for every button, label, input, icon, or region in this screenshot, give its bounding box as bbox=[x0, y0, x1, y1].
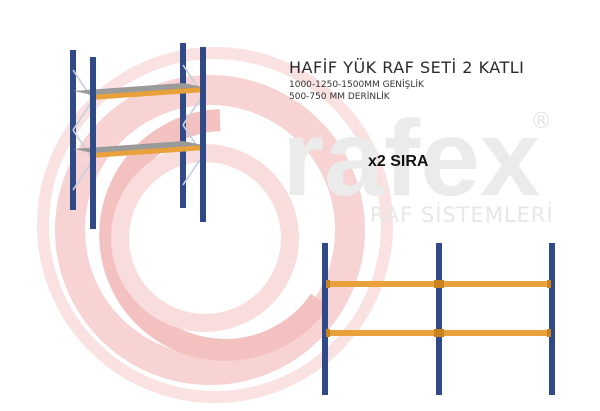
side-bracing bbox=[72, 64, 204, 191]
upright-2 bbox=[436, 243, 442, 395]
upright-front-left bbox=[90, 57, 96, 229]
beam-bottom-front bbox=[91, 145, 206, 158]
upright-1 bbox=[322, 243, 328, 395]
beam-upper-left bbox=[328, 281, 436, 287]
upright-front-right bbox=[200, 47, 206, 222]
rack-front-illustration bbox=[322, 243, 555, 395]
beam-upper-right bbox=[442, 281, 549, 287]
shelf-top bbox=[73, 83, 203, 95]
shelf-bottom bbox=[73, 141, 203, 153]
watermark-tagline: RAF SİSTEMLERİ bbox=[370, 203, 554, 227]
watermark-brand: rafex bbox=[282, 97, 540, 218]
upright-3 bbox=[549, 243, 555, 395]
beam-lower-left bbox=[328, 330, 436, 336]
rack-iso-illustration bbox=[70, 43, 206, 229]
beam-top-front bbox=[91, 87, 206, 100]
width-spec: 1000-1250-1500MM GENİŞLİK bbox=[289, 80, 424, 90]
beam-lower-right bbox=[442, 330, 549, 336]
depth-spec: 500-750 MM DERİNLİK bbox=[289, 92, 390, 102]
row-count: x2 SIRA bbox=[368, 153, 429, 170]
product-title: HAFİF YÜK RAF SETİ 2 KATLI bbox=[289, 58, 525, 77]
watermark-registered: ® bbox=[530, 109, 552, 134]
